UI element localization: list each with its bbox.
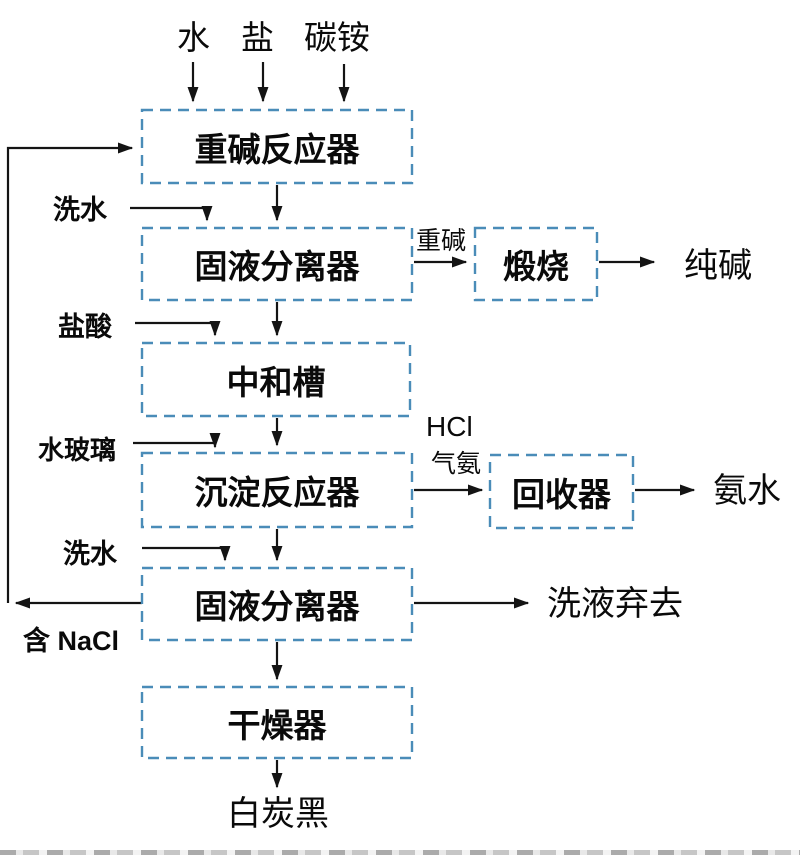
box-precipitation-reactor: 沉淀反应器 <box>194 474 360 511</box>
output-discard-wash-label: 洗液弃去 <box>547 585 683 623</box>
box-outline-neutralization <box>140 341 412 418</box>
arrow-recycle-up-to-reactor <box>6 142 134 603</box>
input-hydrochloric-acid-label: 盐酸 <box>58 312 112 342</box>
arrow-waterglass-in <box>133 432 221 449</box>
arrow-wash1-in <box>130 205 213 222</box>
arrow-wash2-in <box>142 545 231 562</box>
box-outline-separator1 <box>140 226 414 302</box>
box-outline-dryer <box>140 685 414 760</box>
box-dryer: 干燥器 <box>227 706 327 744</box>
box-calcination: 煅烧 <box>503 248 569 285</box>
box-heavy-alkali-reactor: 重碱反应器 <box>194 130 360 168</box>
bottom-edge-artifact-strip <box>0 850 800 855</box>
output-soda-ash-label: 纯碱 <box>684 247 752 285</box>
box-solid-liquid-separator-2: 固液分离器 <box>194 588 360 625</box>
arrow-acid-in <box>135 320 221 337</box>
box-outline-heavy-alkali-reactor <box>140 108 414 185</box>
input-ammonium-bicarbonate-label: 碳铵 <box>304 19 370 56</box>
input-wash-water-1-label: 洗水 <box>53 195 107 225</box>
box-recovery-unit: 回收器 <box>512 475 611 513</box>
box-neutralization-tank: 中和槽 <box>226 363 326 401</box>
stream-contains-nacl-label: 含 NaCl <box>23 626 120 656</box>
input-water-label: 水 <box>177 19 210 56</box>
box-outline-calcination <box>473 226 599 302</box>
stream-ammonia-gas-label: 气氨 <box>431 450 482 478</box>
input-wash-water-2-label: 洗水 <box>63 539 117 569</box>
input-salt-label: 盐 <box>241 19 274 56</box>
stream-heavy-alkali-label: 重碱 <box>416 227 467 255</box>
output-ammonia-water-label: 氨水 <box>713 472 781 510</box>
input-water-glass-label: 水玻璃 <box>38 435 117 465</box>
output-silica-label: 白炭黑 <box>227 795 329 833</box>
box-outline-separator2 <box>140 566 414 642</box>
box-outline-precipitation <box>140 451 414 529</box>
stream-hcl-label: HCl <box>426 411 473 442</box>
box-solid-liquid-separator-1: 固液分离器 <box>194 248 360 285</box>
